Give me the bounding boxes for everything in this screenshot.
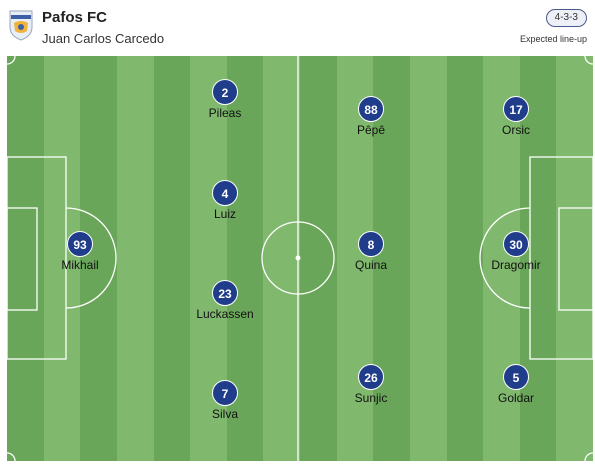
player-number-badge: 88 (358, 96, 384, 122)
player-luiz[interactable]: 4 Luiz (180, 180, 270, 221)
team-name: Pafos FC (42, 9, 108, 26)
player-goldar[interactable]: 5 Goldar (471, 364, 561, 405)
player-name: Mikhail (61, 258, 99, 272)
football-pitch: 93 Mikhail 2 Pileas 4 Luiz 23 Luckassen … (7, 56, 593, 461)
center-circle (261, 221, 335, 295)
player-number-badge: 8 (358, 231, 384, 257)
player-name: Goldar (497, 391, 535, 405)
pitch-stripe (7, 56, 45, 461)
player-name: Sunjic (354, 391, 388, 405)
pitch-stripe (483, 56, 521, 461)
pitch-stripe (300, 56, 338, 461)
pitch-stripe (153, 56, 191, 461)
pitch-stripe (336, 56, 374, 461)
formation-badge[interactable]: 4-3-3 (545, 9, 587, 27)
pitch-stripe (373, 56, 411, 461)
player-pepe[interactable]: 88 Pêpê (326, 96, 416, 137)
player-number-badge: 7 (212, 380, 238, 406)
left-penalty-box (7, 156, 67, 360)
player-quina[interactable]: 8 Quina (326, 231, 416, 272)
player-name: Luiz (213, 207, 236, 221)
player-silva[interactable]: 7 Silva (180, 380, 270, 421)
player-sunjic[interactable]: 26 Sunjic (326, 364, 416, 405)
team-header: Pafos FC Juan Carlos Carcedo 4-3-3 Expec… (0, 0, 595, 56)
right-penalty-arc (479, 207, 531, 309)
player-luckassen[interactable]: 23 Luckassen (180, 280, 270, 321)
player-dragomir[interactable]: 30 Dragomir (471, 231, 561, 272)
player-number-badge: 17 (503, 96, 529, 122)
player-name: Luckassen (196, 307, 254, 321)
player-number-badge: 26 (358, 364, 384, 390)
player-number-badge: 93 (67, 231, 93, 257)
player-name: Quina (354, 258, 388, 272)
right-six-yard-box (558, 207, 593, 311)
lineup-status-label: Expected line-up (519, 34, 587, 44)
player-name: Pileas (208, 106, 242, 120)
player-number-badge: 30 (503, 231, 529, 257)
left-penalty-arc (65, 207, 117, 309)
corner-arc-top-left (7, 56, 16, 65)
pitch-markings (7, 56, 593, 461)
player-number-badge: 4 (212, 180, 238, 206)
player-name: Silva (211, 407, 238, 421)
pitch-stripe (409, 56, 447, 461)
player-number-badge: 23 (212, 280, 238, 306)
pitch-stripe (519, 56, 557, 461)
player-pileas[interactable]: 2 Pileas (180, 79, 270, 120)
center-spot (295, 255, 301, 261)
pitch-stripe (556, 56, 593, 461)
player-name: Dragomir (491, 258, 541, 272)
corner-arc-bottom-left (7, 452, 16, 461)
player-name: Orsic (502, 123, 530, 137)
player-number-badge: 5 (503, 364, 529, 390)
player-mikhail[interactable]: 93 Mikhail (35, 231, 125, 272)
left-six-yard-box (7, 207, 38, 311)
club-crest-icon (9, 10, 33, 41)
pitch-stripe (263, 56, 301, 461)
pitch-stripe (43, 56, 81, 461)
pitch-stripe (446, 56, 484, 461)
pitch-stripe (80, 56, 118, 461)
player-orsic[interactable]: 17 Orsic (471, 96, 561, 137)
coach-name: Juan Carlos Carcedo (42, 31, 165, 46)
player-name: Pêpê (356, 123, 386, 137)
right-penalty-box (529, 156, 593, 360)
corner-arc-bottom-right (584, 452, 593, 461)
pitch-stripe (116, 56, 154, 461)
player-number-badge: 2 (212, 79, 238, 105)
corner-arc-top-right (584, 56, 593, 65)
